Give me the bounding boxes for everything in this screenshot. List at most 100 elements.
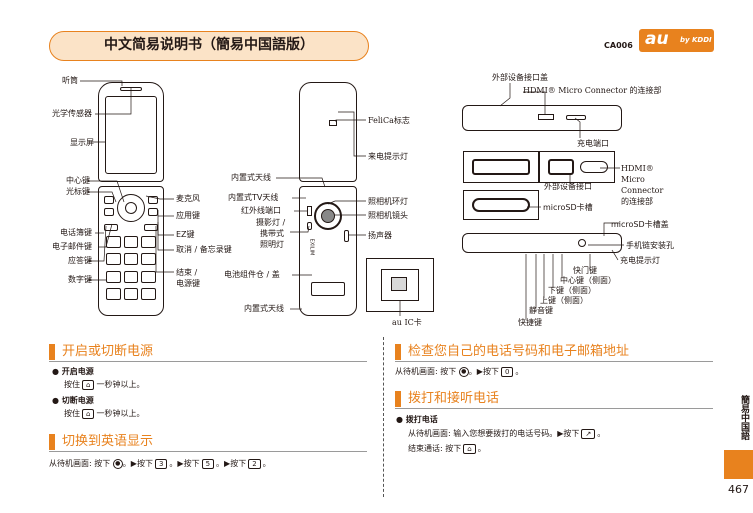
label-hdmi-4: 的连接部 xyxy=(621,197,653,206)
label-camera-lens: 照相机镜头 xyxy=(368,211,408,220)
back-ir-port xyxy=(307,206,312,216)
side-top-charge-port xyxy=(566,115,586,120)
side-bottom-body xyxy=(462,233,622,253)
phone-front-illustration xyxy=(98,82,164,318)
label-camera-ring: 照相机环灯 xyxy=(368,197,408,206)
power-off-heading: ● 切断电源 xyxy=(52,396,94,405)
page-title: 中文简易说明书（簡易中国語版） xyxy=(49,31,369,61)
side-language-tab: 簡易中国語 xyxy=(739,395,749,440)
section-english-underline xyxy=(49,451,367,452)
call-line-1: 从待机画面: 输入您想要拨打的电话号码。▶按下↗。 xyxy=(408,428,606,439)
microsd-detail xyxy=(463,190,539,220)
label-antenna-bottom: 内置式天线 xyxy=(244,304,284,313)
label-microsd-slot: microSD卡槽 xyxy=(543,203,593,212)
label-email-key: 电子邮件键 xyxy=(52,242,92,251)
back-speaker xyxy=(344,230,349,242)
front-key-right-top xyxy=(148,196,158,204)
label-shutter-key: 快门键 xyxy=(573,266,597,275)
key-3-icon: 3 xyxy=(154,458,168,469)
front-key-end xyxy=(144,224,158,231)
side-orange-block xyxy=(724,450,753,479)
section-check-underline xyxy=(395,361,713,362)
back-logo-text: EXILIM xyxy=(308,238,315,256)
back-battery-cover xyxy=(311,282,345,296)
back-felica-mark xyxy=(329,120,337,126)
key-5-icon: 5 xyxy=(201,458,215,469)
label-speaker: 扬声器 xyxy=(368,231,392,240)
label-display: 显示屏 xyxy=(70,138,94,147)
logo-au-text: au xyxy=(645,29,669,49)
section-call-title: 拨打和接听电话 xyxy=(408,391,500,406)
page-number: 467 xyxy=(728,483,749,496)
microsd-slot-shape xyxy=(472,198,530,212)
label-hdmi-2: Micro xyxy=(621,175,645,184)
label-incoming-light: 来电提示灯 xyxy=(368,152,408,161)
label-mute-key: 静音键 xyxy=(529,306,553,315)
key-0-icon: 0 xyxy=(500,366,514,377)
side-top-cover xyxy=(538,114,554,120)
port-detail-right xyxy=(539,151,615,183)
label-charge-light: 充电提示灯 xyxy=(620,256,660,265)
phone-side-bottom-view xyxy=(462,231,622,255)
model-name: CA006 xyxy=(604,41,633,50)
label-ext-cover: 外部设备接口盖 xyxy=(492,73,548,82)
label-ez-key: EZ键 xyxy=(176,230,195,239)
label-cancel-key: 取消 / 备忘录键 xyxy=(176,245,232,254)
section-call-bar xyxy=(395,391,401,407)
front-key-call xyxy=(104,224,118,231)
front-screen xyxy=(105,96,157,174)
front-center-key xyxy=(125,202,137,214)
label-end-key-2: 电源键 xyxy=(176,279,200,288)
column-divider xyxy=(383,337,384,497)
label-photo-light-1: 摄影灯 / xyxy=(256,218,286,227)
front-earpiece xyxy=(120,87,142,91)
power-key-icon: ⌂ xyxy=(82,408,95,419)
label-charge-port: 充电端口 xyxy=(577,139,609,148)
label-felica: FeliCa标志 xyxy=(368,116,410,125)
label-hdmi-1: HDMI® xyxy=(621,164,654,173)
label-microphone: 麦克风 xyxy=(176,194,200,203)
power-on-text: 按住⌂一秒钟以上。 xyxy=(64,379,145,390)
front-key-right-mid xyxy=(148,208,158,216)
end-key-icon: ⌂ xyxy=(463,443,476,454)
label-answer-key: 应答键 xyxy=(68,256,92,265)
section-power-bar xyxy=(49,344,55,360)
section-english-bar xyxy=(49,434,55,450)
label-hdmi-3: Connector xyxy=(621,186,664,195)
port-detail-left xyxy=(463,151,539,183)
side-bottom-strap-hole xyxy=(578,239,586,247)
port-right-connector xyxy=(548,159,574,175)
port-left-connector xyxy=(472,159,530,175)
label-photo-light-2: 携带式 xyxy=(260,229,284,238)
label-app-key: 应用键 xyxy=(176,211,200,220)
label-up-side: 上键（侧面） xyxy=(540,296,588,305)
section-check-bar xyxy=(395,344,401,360)
label-battery-cover: 电池组件仓 / 盖 xyxy=(224,270,280,279)
label-center-key: 中心键 xyxy=(66,176,90,185)
label-strap-hole: 手机链安装孔 xyxy=(626,241,674,250)
au-ic-card-inset xyxy=(366,258,434,312)
label-center-side: 中心键（侧面） xyxy=(560,276,616,285)
label-ext-port: 外部设备接口 xyxy=(544,182,592,191)
section-check-title: 检查您自己的电话号码和电子邮箱地址 xyxy=(408,344,630,359)
center-key-icon: ● xyxy=(112,458,123,469)
call-heading: ● 拨打电话 xyxy=(396,415,438,424)
label-au-ic-card: au IC卡 xyxy=(392,318,422,327)
front-key-left-top xyxy=(104,196,114,204)
section-power-underline xyxy=(49,361,367,362)
section-power-title: 开启或切断电源 xyxy=(62,344,154,359)
power-off-text: 按住⌂一秒钟以上。 xyxy=(64,408,145,419)
port-right-hdmi xyxy=(580,161,608,173)
front-number-keypad xyxy=(106,236,156,302)
label-hdmi-connector: HDMI® Micro Connector 的连接部 xyxy=(523,86,662,95)
label-optical-sensor: 光学传感器 xyxy=(52,109,92,118)
key-2-icon: 2 xyxy=(248,458,261,469)
phone-back-illustration: EXILIM xyxy=(299,82,357,318)
label-microsd-cover: microSD卡槽盖 xyxy=(611,220,669,229)
back-photo-light xyxy=(307,222,312,230)
back-camera-lens xyxy=(321,209,335,223)
power-key-icon: ⌂ xyxy=(82,379,95,390)
section-call-underline xyxy=(395,408,713,409)
label-photo-light-3: 照明灯 xyxy=(260,240,284,249)
